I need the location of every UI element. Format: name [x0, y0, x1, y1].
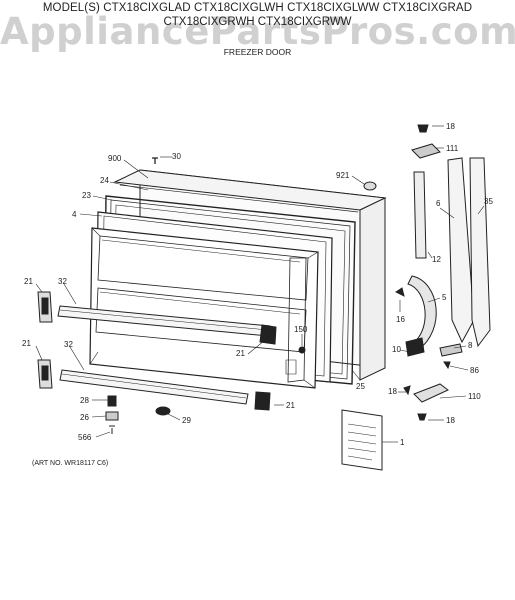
model-list-line-2: CTX18CIXGRWH CTX18CIXGRWW [163, 16, 352, 28]
callout-18-bottom: 18 [446, 416, 455, 425]
callout-29: 29 [182, 416, 191, 425]
callout-28: 28 [80, 396, 89, 405]
callout-6: 6 [436, 199, 441, 208]
callout-1: 1 [400, 438, 405, 447]
plug-29 [155, 406, 171, 416]
screw-18-top [417, 124, 429, 133]
clip-26 [105, 411, 119, 421]
inner-liner [89, 227, 319, 389]
watermark: AppliancePartsPros.com [0, 10, 515, 53]
screw-566 [109, 425, 115, 434]
shelf-end-cap-upper [37, 291, 53, 323]
callout-12: 12 [432, 255, 441, 264]
callout-10: 10 [392, 345, 401, 354]
plug-921 [363, 181, 377, 191]
callout-35: 35 [484, 197, 493, 206]
callout-labels: 900 30 24 23 4 921 18 111 6 35 12 5 16 2… [22, 122, 493, 447]
owners-manual [341, 409, 383, 471]
callout-21-lower-cap: 21 [22, 339, 31, 348]
shelf-end-cap-lower [37, 359, 53, 389]
hinge-110 [413, 383, 449, 403]
callout-24: 24 [100, 176, 109, 185]
model-list-line-1: MODEL(S) CTX18CIXGLAD CTX18CIXGLWH CTX18… [42, 2, 473, 14]
callout-86: 86 [470, 366, 479, 375]
callout-32-upper: 32 [58, 277, 67, 286]
clip-28 [107, 395, 117, 407]
handle-6 [447, 157, 475, 344]
callout-900: 900 [108, 154, 122, 163]
section-title: FREEZER DOOR [223, 47, 292, 57]
art-number: (ART NO. WR18117 C6) [32, 460, 109, 467]
shelf-bar-lower [59, 369, 271, 411]
handle-trim-35 [469, 157, 491, 348]
bracket-10 [405, 337, 425, 357]
callout-30: 30 [172, 152, 181, 161]
callout-21-lower-bar: 21 [286, 401, 295, 410]
bracket-8 [439, 343, 463, 357]
callout-21-upper-cap: 21 [24, 277, 33, 286]
callout-23: 23 [82, 191, 91, 200]
callout-4: 4 [72, 210, 77, 219]
callout-921: 921 [336, 171, 350, 180]
shelf-bar-upper [57, 305, 277, 345]
hinge-cover-111 [411, 143, 441, 159]
callout-21-upper-bar: 21 [236, 349, 245, 358]
callout-18-top: 18 [446, 122, 455, 131]
callout-18-mid: 18 [388, 387, 397, 396]
callout-5: 5 [442, 293, 447, 302]
leader-lines [35, 125, 485, 443]
callout-566: 566 [78, 433, 92, 442]
callout-26: 26 [80, 413, 89, 422]
screw-18-mid [403, 385, 411, 396]
callout-150: 150 [294, 325, 308, 334]
hinge-bar-12 [413, 171, 427, 259]
callout-110: 110 [468, 392, 481, 401]
screw-18-bottom [417, 413, 427, 421]
screw-86 [443, 361, 451, 370]
callout-8: 8 [468, 341, 473, 350]
callout-32-lower: 32 [64, 340, 73, 349]
callout-25: 25 [356, 382, 365, 391]
screw-30 [152, 157, 158, 164]
screw-16 [395, 287, 405, 297]
fastener-150 [298, 346, 306, 354]
callout-111: 111 [446, 144, 459, 153]
callout-16: 16 [396, 315, 405, 324]
